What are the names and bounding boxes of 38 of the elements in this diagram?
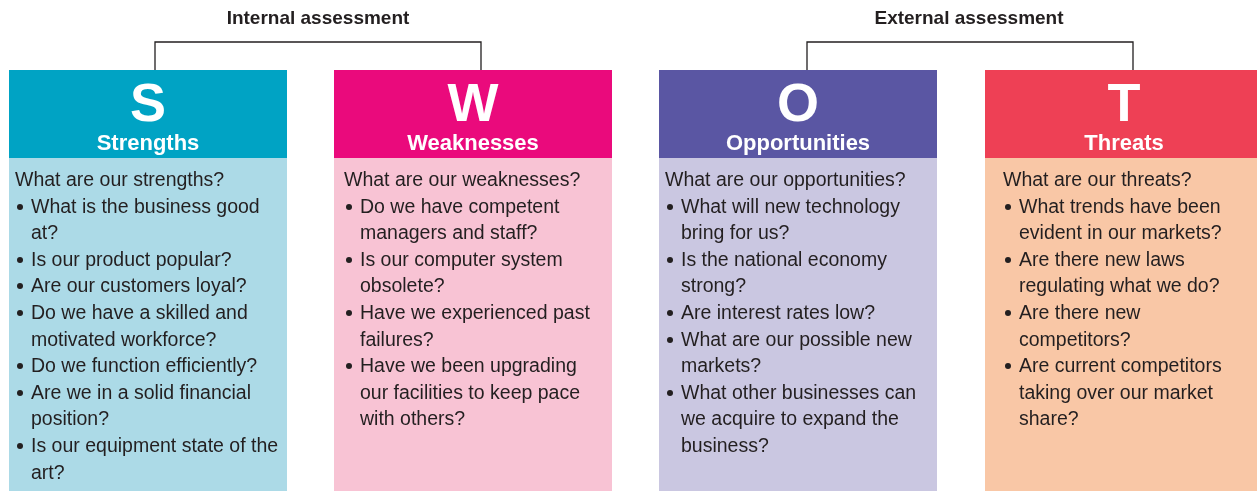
- list-item-text: What is the business good at?: [31, 193, 261, 246]
- question-text: What are our threats?: [1003, 167, 1193, 192]
- list-item-text: Is our product popular?: [31, 246, 232, 272]
- list-item-text: Do we function efficiently?: [31, 353, 258, 379]
- list-item-text: Is our computer system obsolete?: [360, 246, 564, 299]
- column-heading: Strengths: [96, 130, 200, 156]
- list-item-text: Is the national economy strong?: [681, 246, 888, 299]
- question-text: What are our weaknesses?: [344, 167, 582, 192]
- list-item-text: Are we in a solid financial position?: [31, 379, 253, 432]
- letter-heading: O: [777, 74, 819, 130]
- list-item-text: Are our customers loyal?: [31, 273, 247, 299]
- list-item-text: What will new technology bring for us?: [681, 193, 901, 246]
- list-item-text: Are interest rates low?: [681, 299, 875, 325]
- list-item-text: What other businesses can we acquire to expand the business?: [681, 379, 918, 458]
- group-heading: Internal assessment: [226, 6, 410, 30]
- column-heading: Opportunities: [725, 130, 871, 156]
- list-item-text: Do we have a skilled and motivated workforce?: [31, 299, 249, 352]
- column-heading: Weaknesses: [407, 130, 539, 156]
- swot-column: [9, 70, 287, 491]
- letter-heading: S: [130, 74, 166, 130]
- list-item-text: Is our equipment state of the art?: [31, 432, 280, 485]
- list-item-text: Have we been upgrading our facilities to keep pace with others?: [360, 353, 582, 432]
- swot-column: [334, 70, 612, 491]
- swot-column: [985, 70, 1257, 491]
- column-heading: Threats: [1084, 130, 1164, 156]
- list-item-text: Are there new laws regulating what we do?: [1019, 246, 1221, 299]
- question-text: What are our strengths?: [15, 167, 226, 192]
- swot-column: [659, 70, 937, 491]
- list-item-text: Do we have competent managers and staff?: [360, 193, 561, 246]
- list-item-text: What trends have been evident in our markets?: [1019, 193, 1223, 246]
- list-item-text: Are there new competitors?: [1019, 299, 1142, 352]
- letter-heading: W: [447, 74, 499, 130]
- list-item-text: Have we experienced past failures?: [360, 299, 591, 352]
- group-heading: External assessment: [874, 6, 1064, 30]
- list-item-text: What are our possible new markets?: [681, 326, 913, 379]
- list-item-text: Are current competitors taking over our market share?: [1019, 353, 1223, 432]
- letter-heading: T: [1107, 74, 1141, 130]
- question-text: What are our opportunities?: [665, 167, 907, 192]
